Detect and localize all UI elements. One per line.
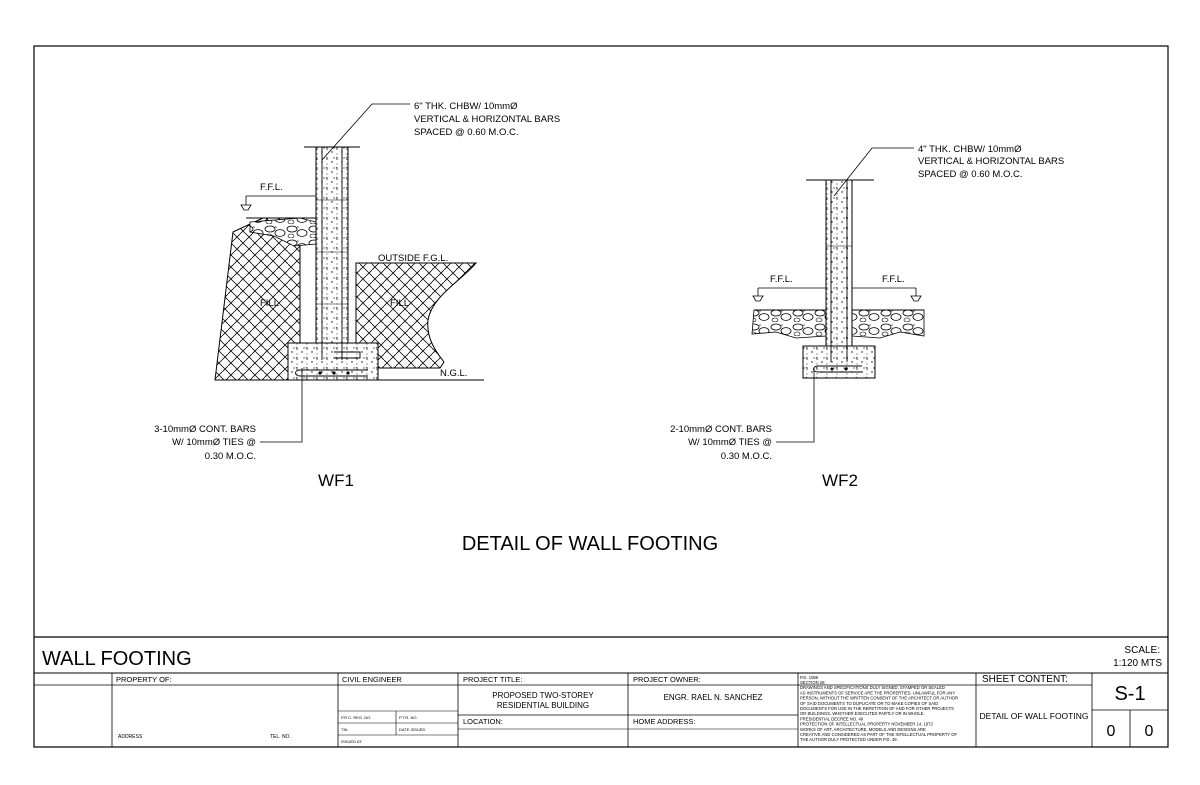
sheet-number: S-1: [1114, 683, 1145, 705]
project-owner-name: ENGR. RAEL N. SANCHEZ: [664, 693, 763, 702]
wf2-wall-note-line: 4" THK. CHBW/ 10mmØ: [918, 144, 1022, 155]
sheet-content-label: SHEET CONTENT:: [982, 674, 1068, 685]
project-title-label: PROJECT TITLE:: [463, 675, 522, 684]
wf2-wall-note: 4" THK. CHBW/ 10mmØ VERTICAL & HORIZONTA…: [918, 144, 1064, 180]
wf2-ffl-left-label: F.F.L.: [770, 274, 793, 285]
wf1-outside-fgl-label: OUTSIDE F.G.L.: [378, 253, 448, 264]
ptr-no-label: P.T.R. NO.: [399, 715, 418, 720]
wf2-bars-note-line: 2-10mmØ CONT. BARS: [670, 424, 772, 435]
legal-note-line: PRESIDENTIAL DECREE NO. 49: [800, 716, 864, 721]
civil-engineer-label: CIVIL ENGINEER: [342, 675, 402, 684]
wf2-label: WF2: [822, 471, 858, 490]
home-address-label: HOME ADDRESS:: [633, 717, 696, 726]
wf1-chb-wall: [315, 146, 349, 344]
location-label: LOCATION:: [463, 717, 503, 726]
legal-note-line: DRAWINGS AND SPECIFICATIONS DULY SIGNED,…: [800, 685, 945, 690]
wf2-gravel-right: [851, 309, 925, 339]
legal-note-line: WORKS OF ART, ARCHITECTURE, MODELS AND D…: [800, 727, 926, 732]
project-owner-label: PROJECT OWNER:: [633, 675, 701, 684]
legal-note-line: PERSON, WITHOUT THE WRITTEN CONSENT OF T…: [800, 696, 958, 701]
wf2-chb-wall: [825, 179, 853, 347]
wf2-detail: [751, 147, 925, 443]
project-title-line: PROPOSED TWO-STOREY: [492, 691, 594, 700]
wf1-fill-left-label: FILL: [260, 298, 279, 309]
tel-no-label: TEL. NO.: [270, 734, 291, 740]
prc-reg-no-label: P.R.C. REG. NO.: [341, 715, 371, 720]
wf2-gravel-left: [751, 309, 827, 339]
legal-note-line: PROTECTION OF INTELLECTUAL PROPERTY NOVE…: [800, 722, 933, 727]
wf2-wall-note-line: VERTICAL & HORIZONTAL BARS: [918, 156, 1064, 167]
wf1-wall-note-line: VERTICAL & HORIZONTAL BARS: [414, 114, 560, 125]
wf2-ffl-right-label: F.F.L.: [882, 274, 905, 285]
wf1-soil-right: [355, 262, 478, 369]
title-block: [34, 636, 1168, 747]
tin-label: TIN: [341, 727, 348, 732]
detail-title: DETAIL OF WALL FOOTING: [462, 533, 718, 555]
scale-value: 1:120 MTS: [1113, 658, 1162, 669]
sheet-border: [33, 45, 1169, 748]
wf1-bars-note: 3-10mmØ CONT. BARS W/ 10mmØ TIES @ 0.30 …: [154, 424, 256, 462]
sheet-content-value: DETAIL OF WALL FOOTING: [980, 711, 1089, 721]
wf1-ffl-label: F.F.L.: [260, 182, 283, 193]
wf1-wall-note-line: 6" THK. CHBW/ 10mmØ: [414, 101, 518, 112]
sheet-name: WALL FOOTING: [42, 648, 192, 670]
wf1-bars-note-line: 3-10mmØ CONT. BARS: [154, 424, 256, 435]
wf1-detail: [214, 103, 484, 443]
scale-label: SCALE:: [1124, 645, 1160, 656]
sheet-sub-number-b: 0: [1145, 723, 1154, 740]
wf1-label: WF1: [318, 471, 354, 490]
date-issued-label: DATE ISSUED: [399, 727, 425, 732]
issued-at-label: ISSUED AT:: [341, 739, 362, 744]
wf1-bars-note-line: 0.30 M.O.C.: [205, 451, 256, 462]
legal-note-line: CREATIVE AND CONSIDERED AS PART OF THE I…: [800, 732, 958, 737]
address-label: ADDRESS: [118, 734, 143, 740]
wf2-bars-note-line: 0.30 M.O.C.: [721, 451, 772, 462]
legal-note-line: SECTION 26:: [800, 680, 826, 685]
wf1-bars-note-line: W/ 10mmØ TIES @: [172, 437, 256, 448]
sheet-sub-number-a: 0: [1107, 723, 1116, 740]
wf1-footing: [287, 342, 379, 381]
legal-note: P.D. 1096 SECTION 26: DRAWINGS AND SPECI…: [800, 675, 958, 742]
project-title-line: RESIDENTIAL BUILDING: [497, 701, 589, 710]
legal-note-line: DOCUMENTS FOR USE IN THE REPETITION OF A…: [800, 706, 954, 711]
legal-note-line: OR BUILDINGS, WHETHER EXECUTED PARTLY OR…: [800, 711, 925, 716]
wf1-wall-note: 6" THK. CHBW/ 10mmØ VERTICAL & HORIZONTA…: [414, 101, 560, 138]
wf2-footing: [802, 345, 876, 379]
legal-note-line: OF SAID DOCUMENTS TO DUPLICATE OR TO MAK…: [800, 701, 938, 706]
legal-note-line: P.D. 1096: [800, 675, 819, 680]
wf1-wall-note-line: SPACED @ 0.60 M.O.C.: [414, 127, 519, 138]
wf2-bars-note-line: W/ 10mmØ TIES @: [688, 437, 772, 448]
wf1-gravel-bed: [249, 217, 317, 247]
wf1-ngl-label: N.G.L.: [440, 368, 467, 379]
wf1-fill-right-label: FILL: [390, 298, 409, 309]
wf2-bars-note: 2-10mmØ CONT. BARS W/ 10mmØ TIES @ 0.30 …: [670, 424, 772, 462]
legal-note-line: THE AUTHOR DULY PROTECTED UNDER P.D. 49.: [800, 737, 898, 742]
legal-note-line: AS INSTRUMENTS OF SERVICE ARE THE PROPER…: [800, 690, 955, 695]
property-of-label: PROPERTY OF:: [116, 675, 172, 684]
wf2-wall-note-line: SPACED @ 0.60 M.O.C.: [918, 169, 1023, 180]
